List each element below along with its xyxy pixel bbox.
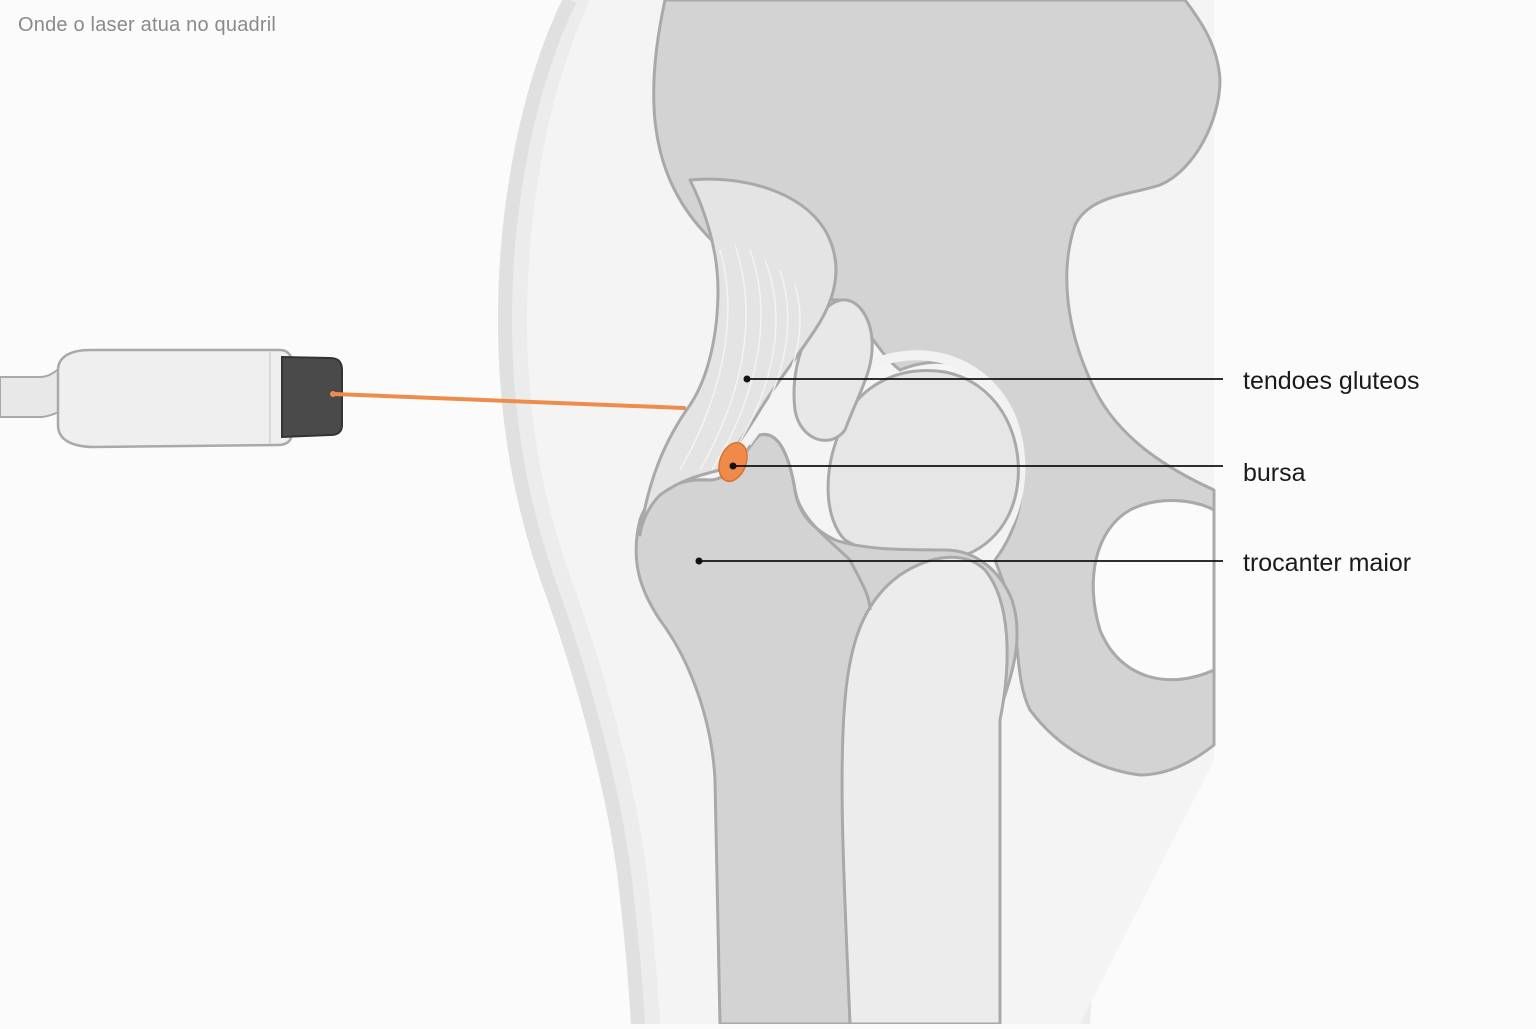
tendons-label: tendoes gluteos [1243, 367, 1420, 395]
soft-tissue-edge [497, 0, 645, 1025]
annotation-trochanter: trocanter maior [695, 549, 1411, 577]
acetabular-labrum [792, 298, 874, 442]
greater-trochanter [638, 433, 872, 611]
device-cable [0, 363, 66, 418]
laser-beam [332, 392, 686, 410]
bursa-label: bursa [1243, 459, 1306, 487]
obturator-foramen [1091, 499, 1216, 682]
annotation-bursa: bursa [729, 459, 1306, 487]
trochanter-label: trocanter maior [1243, 549, 1411, 577]
acetabulum-rim [865, 350, 1026, 560]
laser-device [0, 348, 343, 449]
femur-medial-band [840, 555, 1009, 1026]
device-tip [281, 355, 343, 439]
gluteal-tendons [638, 177, 838, 537]
annotation-tendons: tendoes gluteos [743, 367, 1420, 395]
device-handle [56, 348, 294, 449]
tendon-fibers [679, 244, 801, 471]
diagram-caption: Onde o laser atua no quadril [18, 14, 276, 36]
